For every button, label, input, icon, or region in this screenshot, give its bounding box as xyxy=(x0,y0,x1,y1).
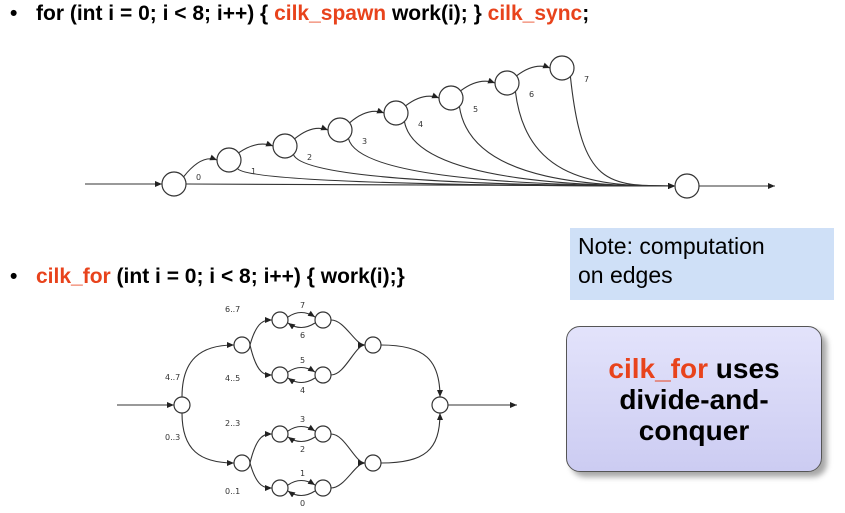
dag-node xyxy=(364,454,382,472)
cilk-sync-keyword: cilk_sync xyxy=(487,2,583,25)
callout-text: divide-and- xyxy=(619,383,769,415)
dag-edge xyxy=(330,433,366,466)
dag-edge xyxy=(330,342,366,376)
dag-edge xyxy=(181,342,235,398)
edge-label: 5 xyxy=(300,356,305,365)
edge-label: 0 xyxy=(300,499,305,508)
cilk-for-keyword: cilk_for xyxy=(36,265,111,288)
dag-edge xyxy=(405,92,440,107)
edge-label: 2 xyxy=(307,153,312,162)
dag-edge xyxy=(569,76,676,189)
bullet-dot: • xyxy=(10,265,18,288)
dag-node xyxy=(438,85,464,111)
dag-edge xyxy=(287,377,316,385)
edge-label: 1 xyxy=(251,167,256,176)
dag-edge xyxy=(287,436,316,444)
edge-label: 7 xyxy=(584,75,589,84)
edge-label: 4..5 xyxy=(225,374,240,383)
edge-label: 5 xyxy=(473,105,478,114)
dag-node xyxy=(314,479,332,497)
edge-label: 0..3 xyxy=(165,433,180,442)
dag-edge xyxy=(181,412,235,466)
dag-edge xyxy=(287,310,316,318)
dag-edge xyxy=(403,121,676,189)
callout-box: cilk_for uses divide-and- conquer xyxy=(566,326,822,472)
edge-label: 3 xyxy=(300,415,305,424)
dag-node xyxy=(161,171,187,197)
dag-edge xyxy=(287,322,316,330)
dag-edge xyxy=(514,91,676,189)
dag-node xyxy=(674,173,700,199)
dag-edge xyxy=(249,317,273,346)
dag-node xyxy=(233,336,251,354)
dag-edge xyxy=(380,412,443,464)
code-text: work(i); } xyxy=(386,2,488,25)
dag-edge xyxy=(458,106,676,189)
cilk-spawn-keyword: cilk_spawn xyxy=(274,2,387,25)
dag-node xyxy=(173,396,191,414)
dag-node xyxy=(233,454,251,472)
note-line: on edges xyxy=(578,262,673,288)
dag-edge xyxy=(238,140,274,154)
dag-edge xyxy=(249,431,273,464)
dag-edge xyxy=(330,319,366,348)
note-line: Note: computation xyxy=(578,233,765,259)
bullet-dot: • xyxy=(10,2,18,25)
callout-text: uses xyxy=(708,352,780,384)
divide-and-conquer-dag: 4..7 0..3 6..7 4..5 2..3 0..1 7 6 5 4 3 2 1 0 xyxy=(117,301,517,508)
code-text: for (int i = 0; i < 8; i++) { xyxy=(36,2,275,25)
edge-label: 3 xyxy=(362,137,367,146)
dag-edge xyxy=(183,154,218,178)
edge-label: 2..3 xyxy=(225,419,240,428)
dag-edge xyxy=(294,124,329,140)
edge-label: 2 xyxy=(300,445,305,454)
dag-edge xyxy=(347,138,676,189)
edge-label: 7 xyxy=(300,301,305,310)
callout-text: conquer xyxy=(638,414,750,446)
dag-edge xyxy=(287,478,316,486)
edge-label: 0..1 xyxy=(225,487,240,496)
dag-edge xyxy=(380,344,443,398)
dag-node xyxy=(271,425,289,443)
dag-edge xyxy=(249,344,273,378)
dag-node xyxy=(549,55,575,81)
code-text: (int i = 0; i < 8; i++) { work(i);} xyxy=(110,265,405,288)
edge-label: 0 xyxy=(196,173,201,182)
dag-node xyxy=(271,366,289,384)
edge-label: 1 xyxy=(300,469,305,478)
edge-label: 4 xyxy=(418,120,423,129)
dag-edge xyxy=(516,62,551,77)
dag-node xyxy=(314,366,332,384)
edge-label: 6 xyxy=(300,331,305,340)
spawn-dag: 0 1 2 3 4 5 6 7 xyxy=(85,55,775,199)
dag-node xyxy=(216,147,242,173)
dag-node xyxy=(327,117,353,143)
dag-node xyxy=(314,425,332,443)
edge-label: 4..7 xyxy=(165,373,180,382)
dag-node xyxy=(314,311,332,329)
code-text: ; xyxy=(582,2,590,25)
dag-edge xyxy=(287,424,316,432)
callout-keyword: cilk_for xyxy=(608,352,708,384)
dag-node xyxy=(494,70,520,96)
dag-node xyxy=(271,479,289,497)
dag-edge xyxy=(460,77,496,92)
edge-label: 4 xyxy=(300,386,305,395)
dag-edge xyxy=(349,107,385,124)
dag-node xyxy=(271,311,289,329)
spawn-loop-code-line: • for (int i = 0; i < 8; i++) { cilk_spaw… xyxy=(10,2,589,26)
dag-node xyxy=(431,396,449,414)
edge-label: 6 xyxy=(529,90,534,99)
dag-node xyxy=(383,100,409,126)
edge-label: 6..7 xyxy=(225,305,240,314)
dag-edge xyxy=(330,460,366,489)
dag-node xyxy=(272,133,298,159)
note-box: Note: computation on edges xyxy=(570,228,834,300)
dag-edge xyxy=(249,462,273,491)
dag-edge xyxy=(287,365,316,373)
dag-edge xyxy=(287,490,316,498)
dag-node xyxy=(364,336,382,354)
cilk-for-code-line: • cilk_for (int i = 0; i < 8; i++) { work… xyxy=(10,265,405,289)
